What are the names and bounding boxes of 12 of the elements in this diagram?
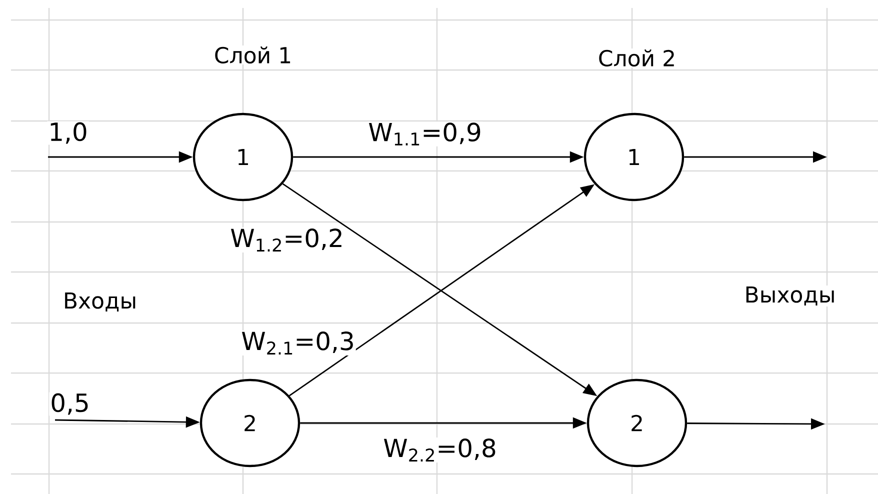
edge-label: W$_{2.2}$=0,8 xyxy=(382,438,498,462)
node-label: 2 xyxy=(244,414,255,432)
edge-label: W$_{2.1}$=0,3 xyxy=(240,330,356,356)
edge-label: W$_{1.1}$=0,9 xyxy=(367,122,483,146)
node-label: 2 xyxy=(632,414,642,432)
edge-label: 0,5 xyxy=(49,392,91,416)
layer-label: Выходы xyxy=(743,285,837,307)
layer-label: Слой 1 xyxy=(212,45,294,64)
layer-label: Входы xyxy=(62,291,138,313)
edge-label: W$_{1.2}$=0,2 xyxy=(229,228,345,252)
edge-label: 1,0 xyxy=(47,121,89,145)
layer-label: Слой 2 xyxy=(596,48,678,68)
